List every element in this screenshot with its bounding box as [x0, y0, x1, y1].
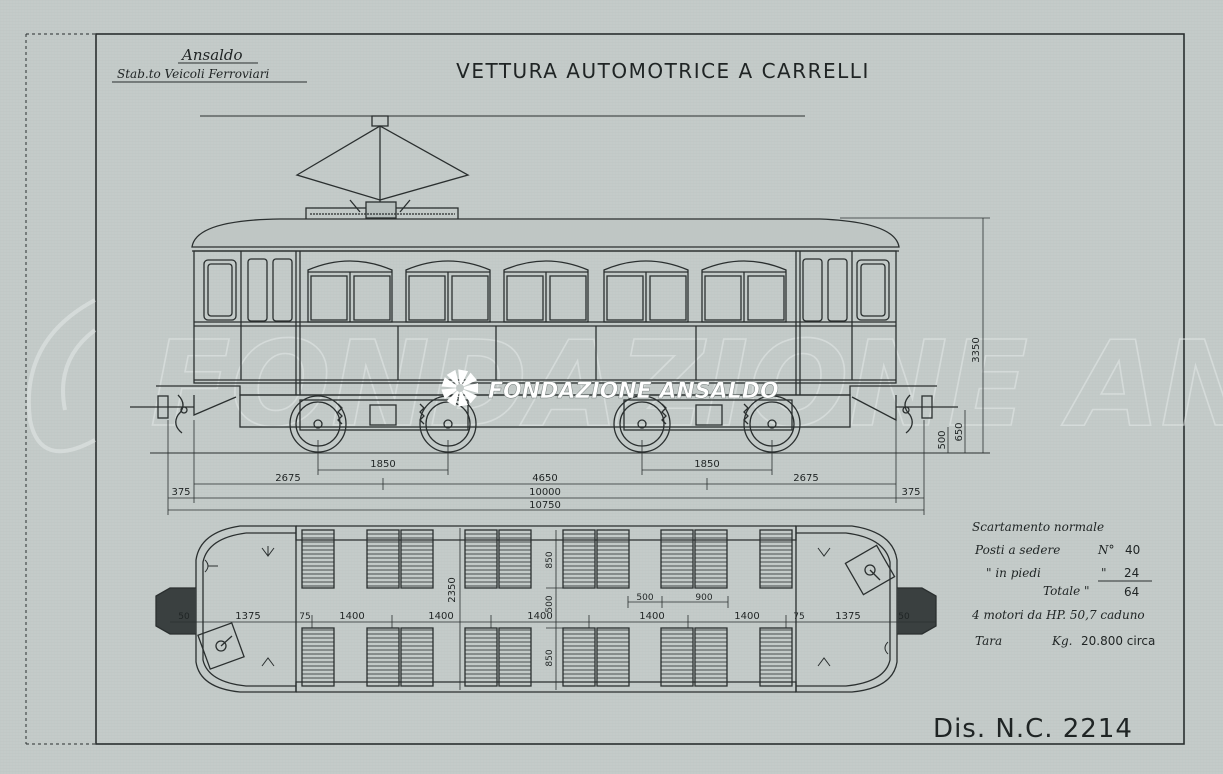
establishment-name: Stab.to Veicoli Ferroviari: [117, 67, 269, 81]
dim-bay-1: 1400: [339, 611, 364, 622]
spec-seated-prefix: N°: [1097, 543, 1115, 557]
spec-total-label: Totale ": [1043, 584, 1090, 598]
dim-bay-4: 1400: [639, 611, 664, 622]
dim-buffer-left: 375: [171, 487, 190, 498]
dim-bay-lower: 850: [545, 649, 555, 666]
drawing-frame: [25, 33, 1185, 745]
dim-gap-left: 75: [299, 612, 310, 622]
watermark-logo-text: FONDAZIONE ANSALDO: [488, 379, 779, 404]
dim-bogie-wheelbase-left: 1850: [370, 459, 395, 470]
dim-aisle: 500: [545, 595, 555, 612]
plan-view: [155, 525, 937, 693]
dim-bogie-wheelbase-right: 1850: [694, 459, 719, 470]
company-name: Ansaldo: [180, 46, 243, 64]
dim-height-650: 650: [954, 422, 965, 441]
spec-gauge: Scartamento normale: [972, 520, 1104, 534]
title-block: Ansaldo Stab.to Veicoli Ferroviari VETTU…: [112, 46, 870, 83]
seats-lower-row: [301, 627, 793, 687]
dim-seat: 500: [636, 593, 653, 603]
dim-bay-2: 1400: [428, 611, 453, 622]
coupler-left: [130, 394, 194, 434]
spec-total-value: 64: [1124, 585, 1139, 599]
dim-plan-width: 2350: [447, 577, 458, 602]
spec-tare-label: Tara: [975, 634, 1002, 648]
dim-gap-right: 75: [793, 612, 804, 622]
dim-height-total: 3350: [971, 337, 982, 362]
spec-tare-prefix: Kg.: [1051, 634, 1072, 648]
dim-bay-upper: 850: [545, 551, 555, 568]
dim-pitch: 900: [695, 593, 712, 603]
dim-bay-3: 1400: [527, 611, 552, 622]
spec-standing-value: 24: [1124, 566, 1139, 580]
dim-end-left: 2675: [275, 473, 300, 484]
dim-coupler-left: 50: [178, 612, 190, 622]
pantograph: [295, 115, 470, 221]
passenger-windows: [307, 260, 787, 323]
dim-buffer-right: 375: [901, 487, 920, 498]
dim-center: 4650: [532, 473, 557, 484]
dim-plan-end-left: 1375: [235, 611, 260, 622]
dim-bay-5: 1400: [734, 611, 759, 622]
plan-dimension-labels: 2350 850 850 500 500 900 1375 1375 1400 …: [178, 551, 910, 666]
watermark-logo: FONDAZIONE ANSALDO: [441, 369, 779, 407]
elevation-dimensions: [167, 217, 990, 515]
dim-body-length: 10000: [529, 487, 561, 498]
specifications-block: Scartamento normale Posti a sedere N° 40…: [971, 520, 1155, 648]
dim-total-length: 10750: [529, 500, 561, 511]
elevation-dimension-labels: 3350 650 500 1850 1850 2675 4650 2675 10…: [171, 337, 982, 511]
spec-seated-label: Posti a sedere: [974, 543, 1060, 557]
dim-plan-end-right: 1375: [835, 611, 860, 622]
spec-seated-value: 40: [1125, 543, 1140, 557]
spec-motors: 4 motori da HP. 50,7 caduno: [971, 608, 1145, 622]
plan-dimensions: [170, 528, 936, 690]
drawing-number: Dis. N.C. 2214: [933, 714, 1133, 744]
drawing-title: VETTURA AUTOMOTRICE A CARRELLI: [456, 59, 870, 83]
sunburst-icon: [441, 369, 478, 407]
coupler-right: [896, 394, 958, 434]
dim-height-500: 500: [937, 430, 948, 449]
dim-coupler-right: 50: [898, 612, 910, 622]
dim-end-right: 2675: [793, 473, 818, 484]
controller-icon: [197, 544, 896, 670]
spec-standing-prefix: ": [1101, 566, 1107, 580]
spec-tare-value: 20.800 circa: [1081, 634, 1155, 648]
watermark-swoosh-icon: [26, 298, 97, 454]
seats-upper-row: [301, 529, 793, 589]
elevation-view: [130, 115, 990, 454]
spec-standing-label: " in piedi: [986, 566, 1041, 580]
